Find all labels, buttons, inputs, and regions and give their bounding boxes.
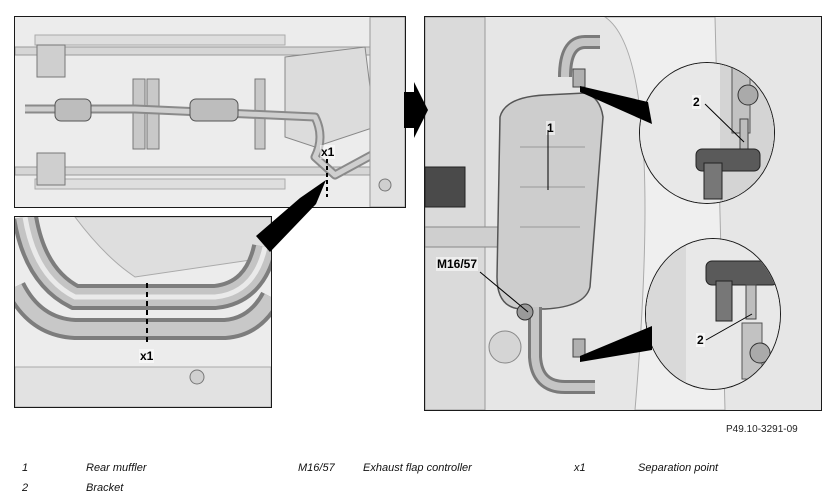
legend-label-2: Bracket [86, 482, 124, 494]
callout-rear-muffler: 1 [546, 121, 555, 135]
callout-bracket-top: 2 [692, 95, 701, 109]
legend-key-x1: x1 [574, 462, 586, 474]
legend-key-2: 2 [22, 482, 29, 494]
legend-key-1: 1 [22, 462, 29, 474]
underbody-overview-drawing [15, 17, 405, 207]
legend-label-x1: Separation point [638, 462, 719, 474]
bracket-top-drawing [640, 63, 774, 203]
bracket-bottom-drawing [646, 239, 780, 389]
legend-key-m16-57: M16/57 [298, 462, 335, 474]
separation-point-detail-drawing [15, 217, 271, 407]
figure-reference: P49.10-3291-09 [726, 424, 798, 435]
legend-label-m16-57: Exhaust flap controller [363, 462, 472, 474]
legend-label-1: Rear muffler [86, 462, 147, 474]
overview-panel: x1 [14, 16, 406, 208]
bracket-zoom-top: 2 [639, 62, 775, 204]
callout-x1-detail: x1 [139, 349, 155, 363]
callout-exhaust-flap-controller: M16/57 [436, 257, 479, 271]
callout-x1-top: x1 [320, 145, 336, 159]
callout-bracket-bottom: 2 [696, 333, 705, 347]
separation-detail-panel: x1 [14, 216, 272, 408]
bracket-zoom-bottom: 2 [645, 238, 781, 390]
